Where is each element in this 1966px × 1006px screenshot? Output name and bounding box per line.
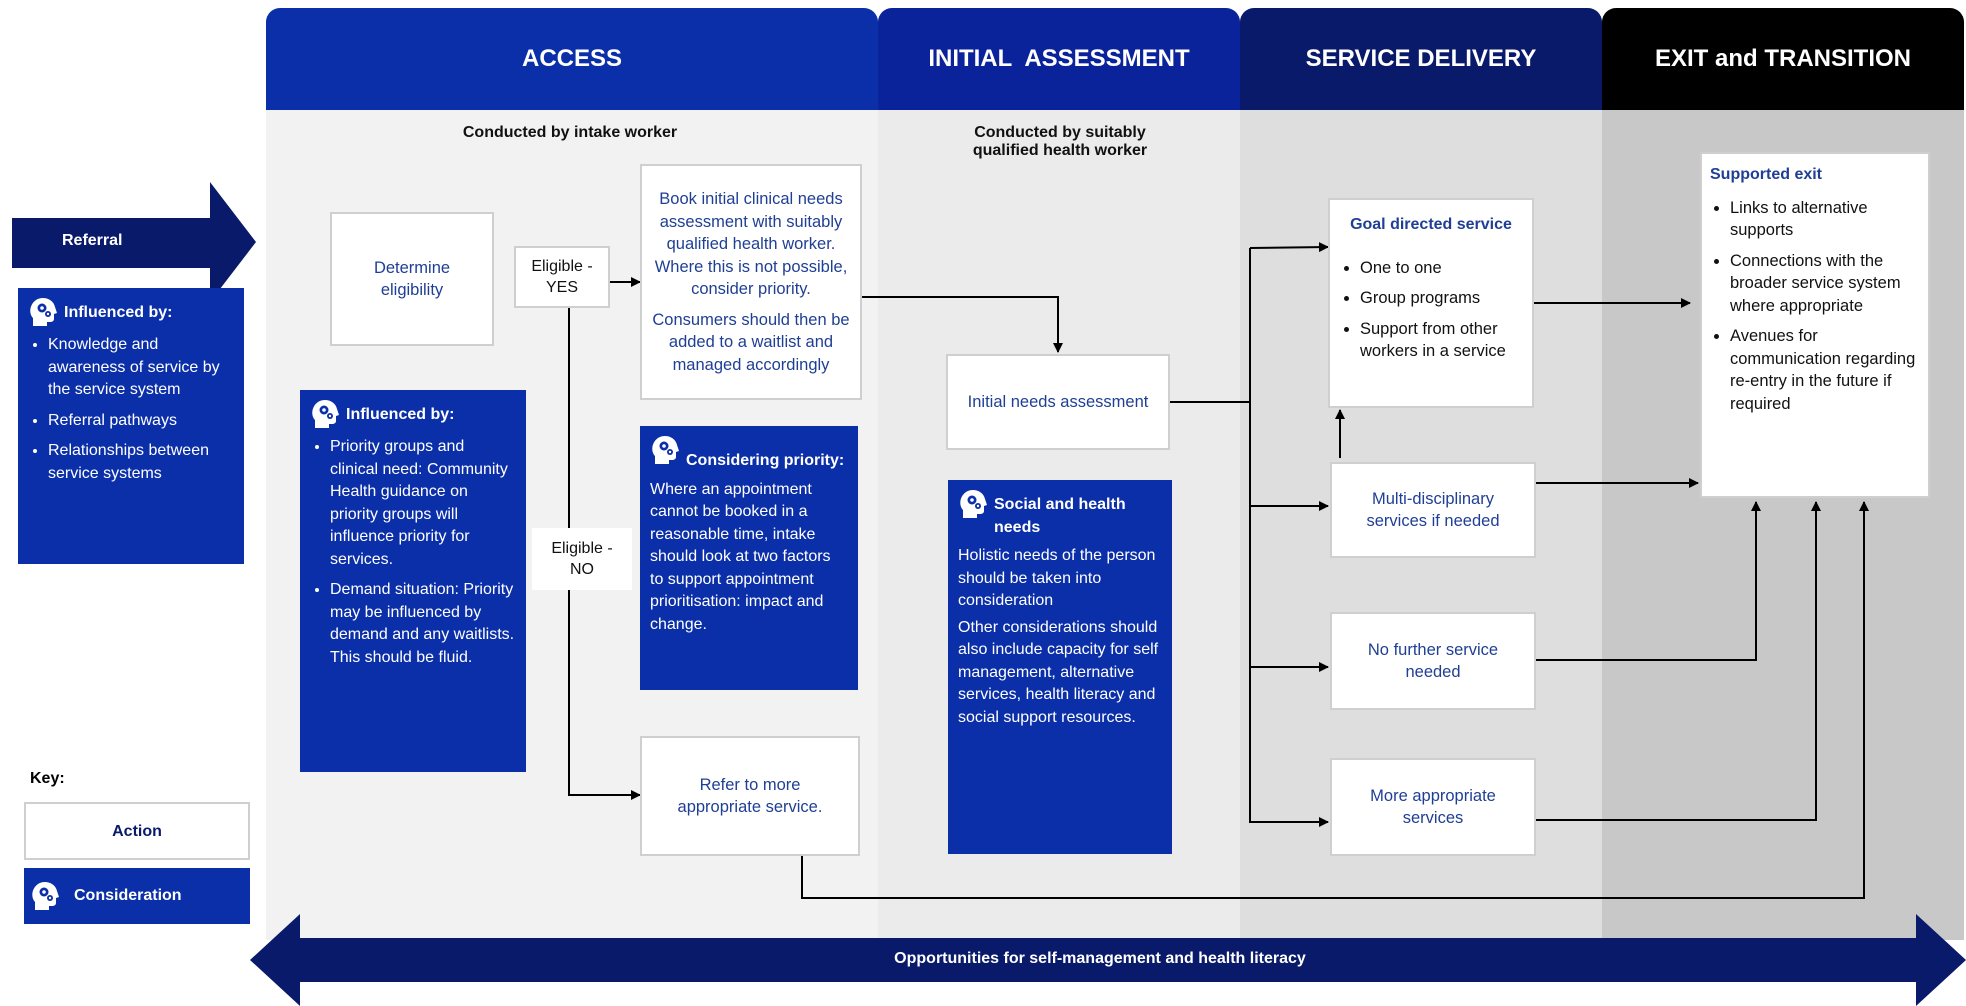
head-gears-icon bbox=[960, 490, 987, 518]
head-gears-icon bbox=[652, 436, 679, 464]
qualified-worker-label-line2: qualified health worker bbox=[972, 142, 1148, 159]
eligible-no-box: Eligible - NO bbox=[532, 528, 632, 590]
supported-exit-item: Links to alternative supports bbox=[1730, 197, 1920, 242]
self-management-label: Opportunities for self-management and he… bbox=[894, 950, 1306, 967]
supported-exit-item: Connections with the broader service sys… bbox=[1730, 250, 1920, 318]
arrow-refer-to-exit bbox=[801, 501, 1869, 899]
social-health-needs-text-2: Other considerations should also include… bbox=[958, 618, 1159, 726]
multi-disciplinary-text: Multi-disciplinary services if needed bbox=[1366, 489, 1500, 531]
access-influence-title: Influenced by: bbox=[346, 406, 455, 423]
arrow-no-to-refer bbox=[568, 308, 641, 800]
goal-directed-service-item: Group programs bbox=[1360, 287, 1522, 310]
social-health-needs-title: Social and health needs bbox=[994, 496, 1126, 536]
head-gears-icon bbox=[32, 882, 59, 910]
key-title: Key: bbox=[30, 770, 65, 787]
qualified-worker-label: Conducted by suitably qualified health w… bbox=[900, 124, 1220, 160]
referral-influence-item: Knowledge and awareness of service by th… bbox=[48, 334, 234, 402]
supported-exit-item: Avenues for communication regarding re-e… bbox=[1730, 325, 1920, 415]
key-action-label: Action bbox=[112, 822, 162, 840]
considering-priority-title: Considering priority: bbox=[686, 452, 845, 469]
arrow-more-appropriate-to-exit bbox=[1536, 501, 1821, 821]
considering-priority-text: Where an appointment cannot be booked in… bbox=[650, 480, 831, 633]
qualified-worker-label-line1: Conducted by suitably bbox=[974, 124, 1146, 141]
more-appropriate-services-text: More appropriate services bbox=[1370, 786, 1496, 828]
key-consideration-box: Consideration bbox=[24, 868, 250, 924]
header-exit-transition: EXIT and TRANSITION bbox=[1602, 8, 1964, 110]
initial-needs-assessment-box: Initial needs assessment bbox=[946, 354, 1170, 450]
goal-directed-service-title: Goal directed service bbox=[1350, 216, 1512, 233]
more-appropriate-services-box: More appropriate services bbox=[1330, 758, 1536, 856]
header-access: ACCESS bbox=[266, 8, 878, 110]
eligible-yes-text: Eligible - YES bbox=[531, 258, 593, 296]
access-influence-item: Priority groups and clinical need: Commu… bbox=[330, 436, 516, 571]
supported-exit-title: Supported exit bbox=[1710, 166, 1823, 183]
no-further-service-text: No further service needed bbox=[1367, 640, 1499, 682]
considering-priority-box: Considering priority: Where an appointme… bbox=[640, 426, 858, 690]
waitlist-text: Consumers should then be added to a wait… bbox=[652, 310, 850, 374]
goal-directed-service-item: Support from other workers in a service bbox=[1360, 318, 1522, 363]
social-health-needs-text-1: Holistic needs of the person should be t… bbox=[958, 547, 1156, 609]
key-action-box: Action bbox=[24, 802, 250, 860]
referral-influence-box: Influenced by: Knowledge and awareness o… bbox=[18, 288, 244, 564]
referral-influence-item: Relationships between service systems bbox=[48, 440, 234, 485]
book-assessment-text: Book initial clinical needs assessment w… bbox=[654, 190, 848, 298]
eligible-yes-box: Eligible - YES bbox=[514, 246, 610, 308]
arrow-no-further-to-exit bbox=[1536, 501, 1761, 661]
header-service-delivery: SERVICE DELIVERY bbox=[1240, 8, 1602, 110]
referral-influence-title: Influenced by: bbox=[64, 304, 173, 321]
multi-disciplinary-box: Multi-disciplinary services if needed bbox=[1330, 462, 1536, 558]
goal-directed-service-item: One to one bbox=[1360, 257, 1522, 280]
double-arrow-bar bbox=[250, 914, 1966, 1006]
header-initial-assessment: INITIAL ASSESSMENT bbox=[878, 8, 1240, 110]
access-influence-box: Influenced by: Priority groups and clini… bbox=[300, 390, 526, 772]
social-health-needs-box: Social and health needs Holistic needs o… bbox=[948, 480, 1172, 854]
referral-influence-item: Referral pathways bbox=[48, 410, 234, 433]
eligible-no-text: Eligible - NO bbox=[551, 540, 613, 578]
no-further-service-box: No further service needed bbox=[1330, 612, 1536, 710]
determine-eligibility-box: Determine eligibility bbox=[330, 212, 494, 346]
referral-label: Referral bbox=[62, 232, 123, 249]
refer-appropriate-box: Refer to more appropriate service. bbox=[640, 736, 860, 856]
determine-eligibility-text: Determine eligibility bbox=[373, 258, 451, 300]
arrow-to-goal bbox=[1249, 242, 1329, 253]
arrow-book-to-assessment bbox=[860, 296, 1063, 353]
intake-worker-label: Conducted by intake worker bbox=[462, 124, 678, 141]
goal-directed-service-box: Goal directed service One to one Group p… bbox=[1328, 198, 1534, 408]
referral-arrow bbox=[12, 182, 256, 302]
head-gears-icon bbox=[312, 400, 339, 428]
book-assessment-box: Book initial clinical needs assessment w… bbox=[640, 164, 862, 400]
refer-appropriate-text: Refer to more appropriate service. bbox=[677, 775, 823, 817]
initial-needs-assessment-text: Initial needs assessment bbox=[967, 392, 1149, 411]
key-consideration-label: Consideration bbox=[74, 887, 182, 904]
access-influence-item: Demand situation: Priority may be influe… bbox=[330, 579, 516, 669]
supported-exit-box: Supported exit Links to alternative supp… bbox=[1700, 152, 1930, 498]
head-gears-icon bbox=[30, 298, 57, 326]
